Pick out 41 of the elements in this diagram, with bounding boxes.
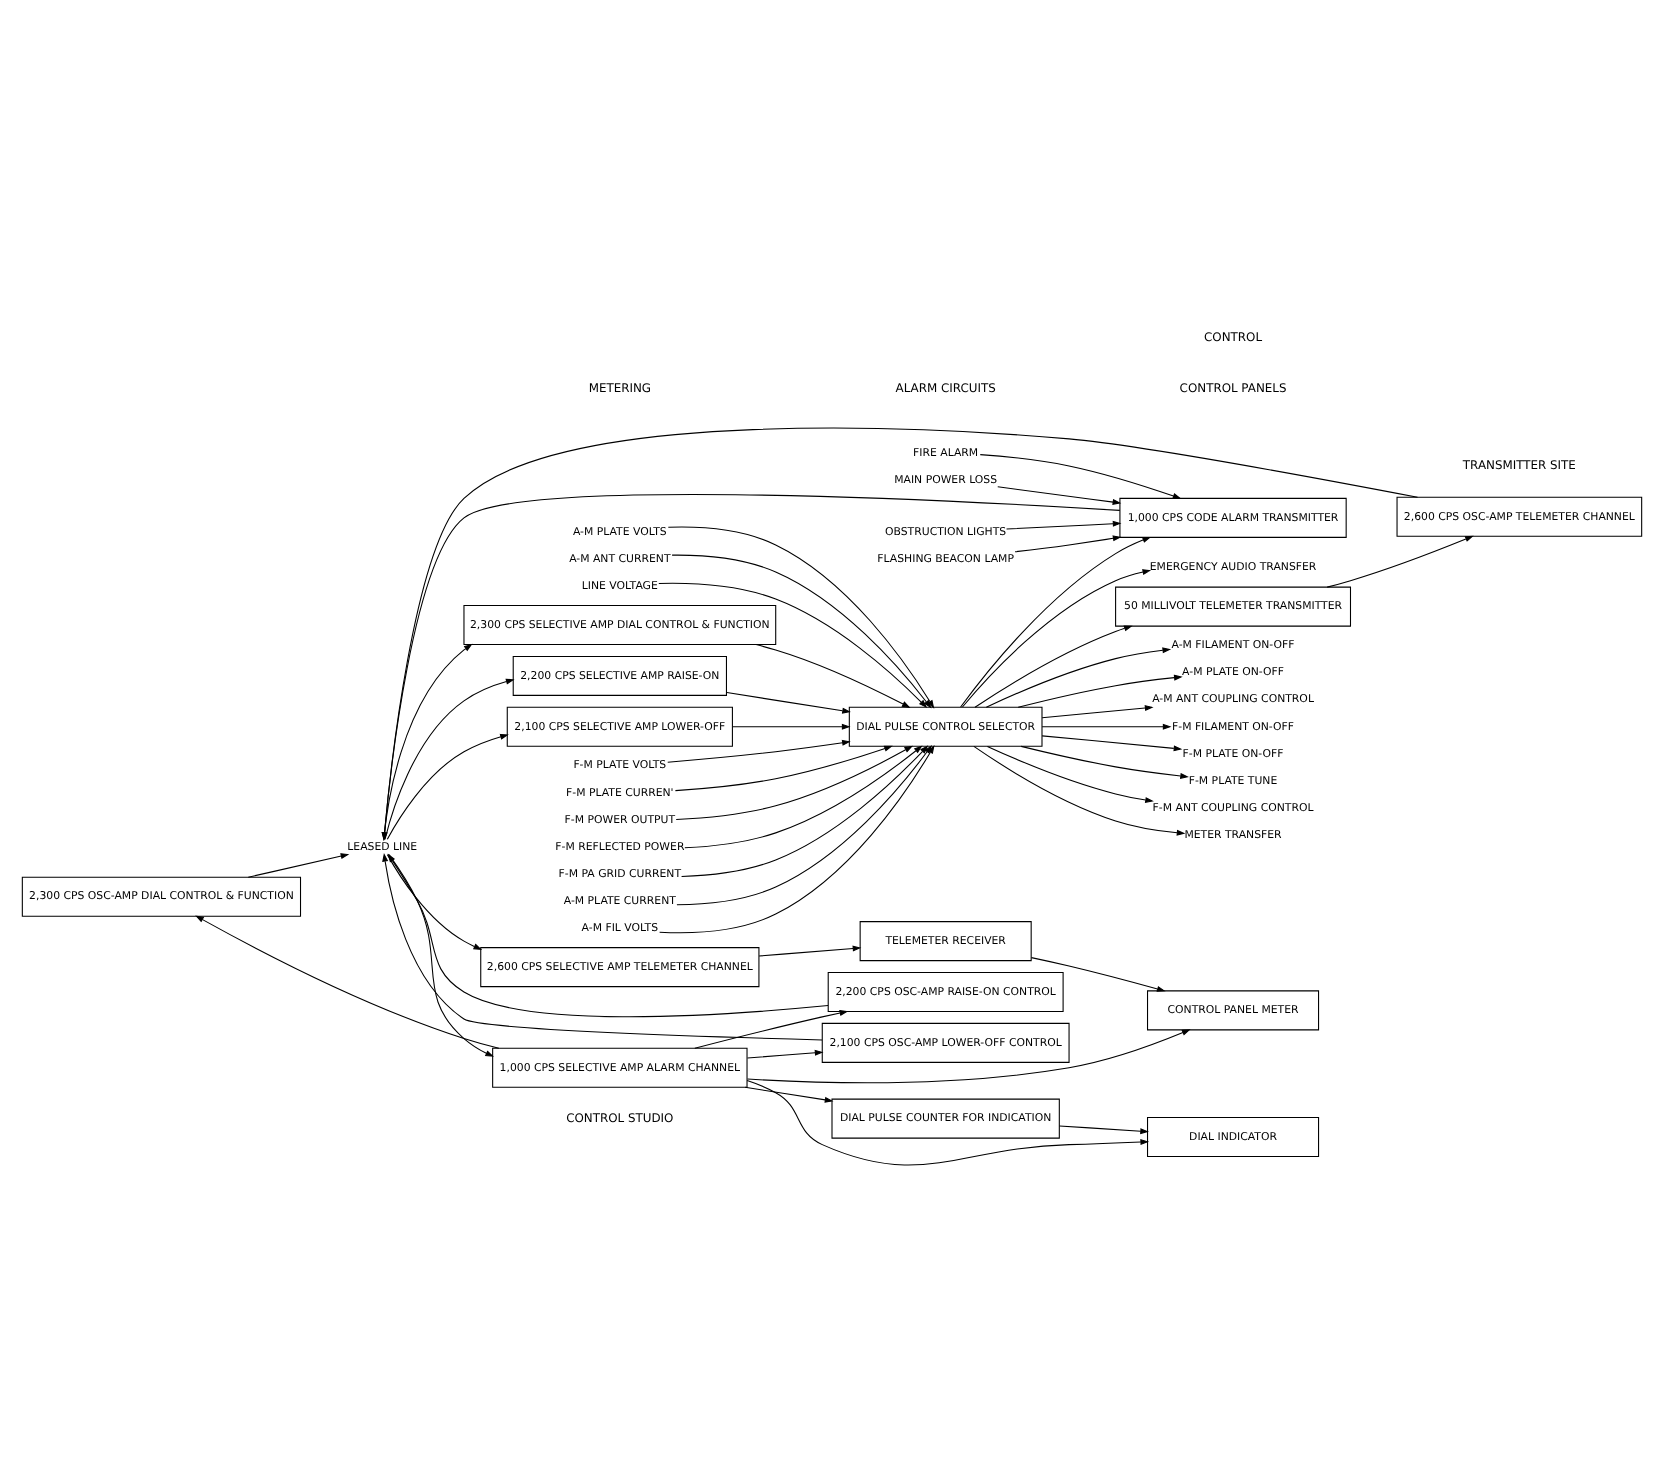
arrow bbox=[1040, 735, 1182, 752]
arrow bbox=[666, 739, 850, 763]
arrow bbox=[382, 643, 472, 840]
arrow bbox=[996, 486, 1121, 506]
arrow bbox=[745, 1049, 823, 1059]
arrow bbox=[1040, 704, 1153, 719]
arrow bbox=[1005, 520, 1121, 530]
arrow bbox=[725, 692, 850, 714]
arrow bbox=[973, 625, 1132, 708]
arrow bbox=[246, 853, 349, 878]
arrow bbox=[683, 745, 922, 849]
arrow bbox=[757, 945, 861, 957]
arrow bbox=[745, 1029, 1190, 1084]
arrow bbox=[380, 494, 1120, 841]
arrow bbox=[385, 733, 508, 840]
arrow bbox=[1016, 674, 1182, 708]
arrow bbox=[1040, 723, 1171, 730]
arrow bbox=[731, 723, 850, 730]
arrow bbox=[1325, 535, 1473, 588]
arrow bbox=[693, 1010, 848, 1049]
arrow bbox=[984, 647, 1171, 708]
arrow bbox=[1013, 535, 1121, 553]
arrow bbox=[972, 745, 1185, 836]
arrow bbox=[745, 1080, 1149, 1166]
arrow bbox=[194, 915, 499, 1049]
arrow bbox=[680, 745, 928, 877]
arrow bbox=[1019, 745, 1188, 779]
arrow bbox=[1029, 957, 1165, 992]
arrow bbox=[383, 678, 514, 840]
arrow bbox=[960, 569, 1151, 708]
arrow bbox=[674, 745, 913, 821]
arrow bbox=[985, 745, 1153, 803]
arrow bbox=[673, 745, 892, 792]
arrow bbox=[754, 644, 910, 708]
arrow bbox=[978, 454, 1181, 499]
arrow bbox=[380, 427, 1418, 841]
arrow bbox=[670, 554, 931, 709]
arrow bbox=[1057, 1125, 1148, 1135]
arrow bbox=[959, 536, 1151, 708]
arrow bbox=[743, 1086, 833, 1103]
arrow bbox=[657, 582, 927, 709]
